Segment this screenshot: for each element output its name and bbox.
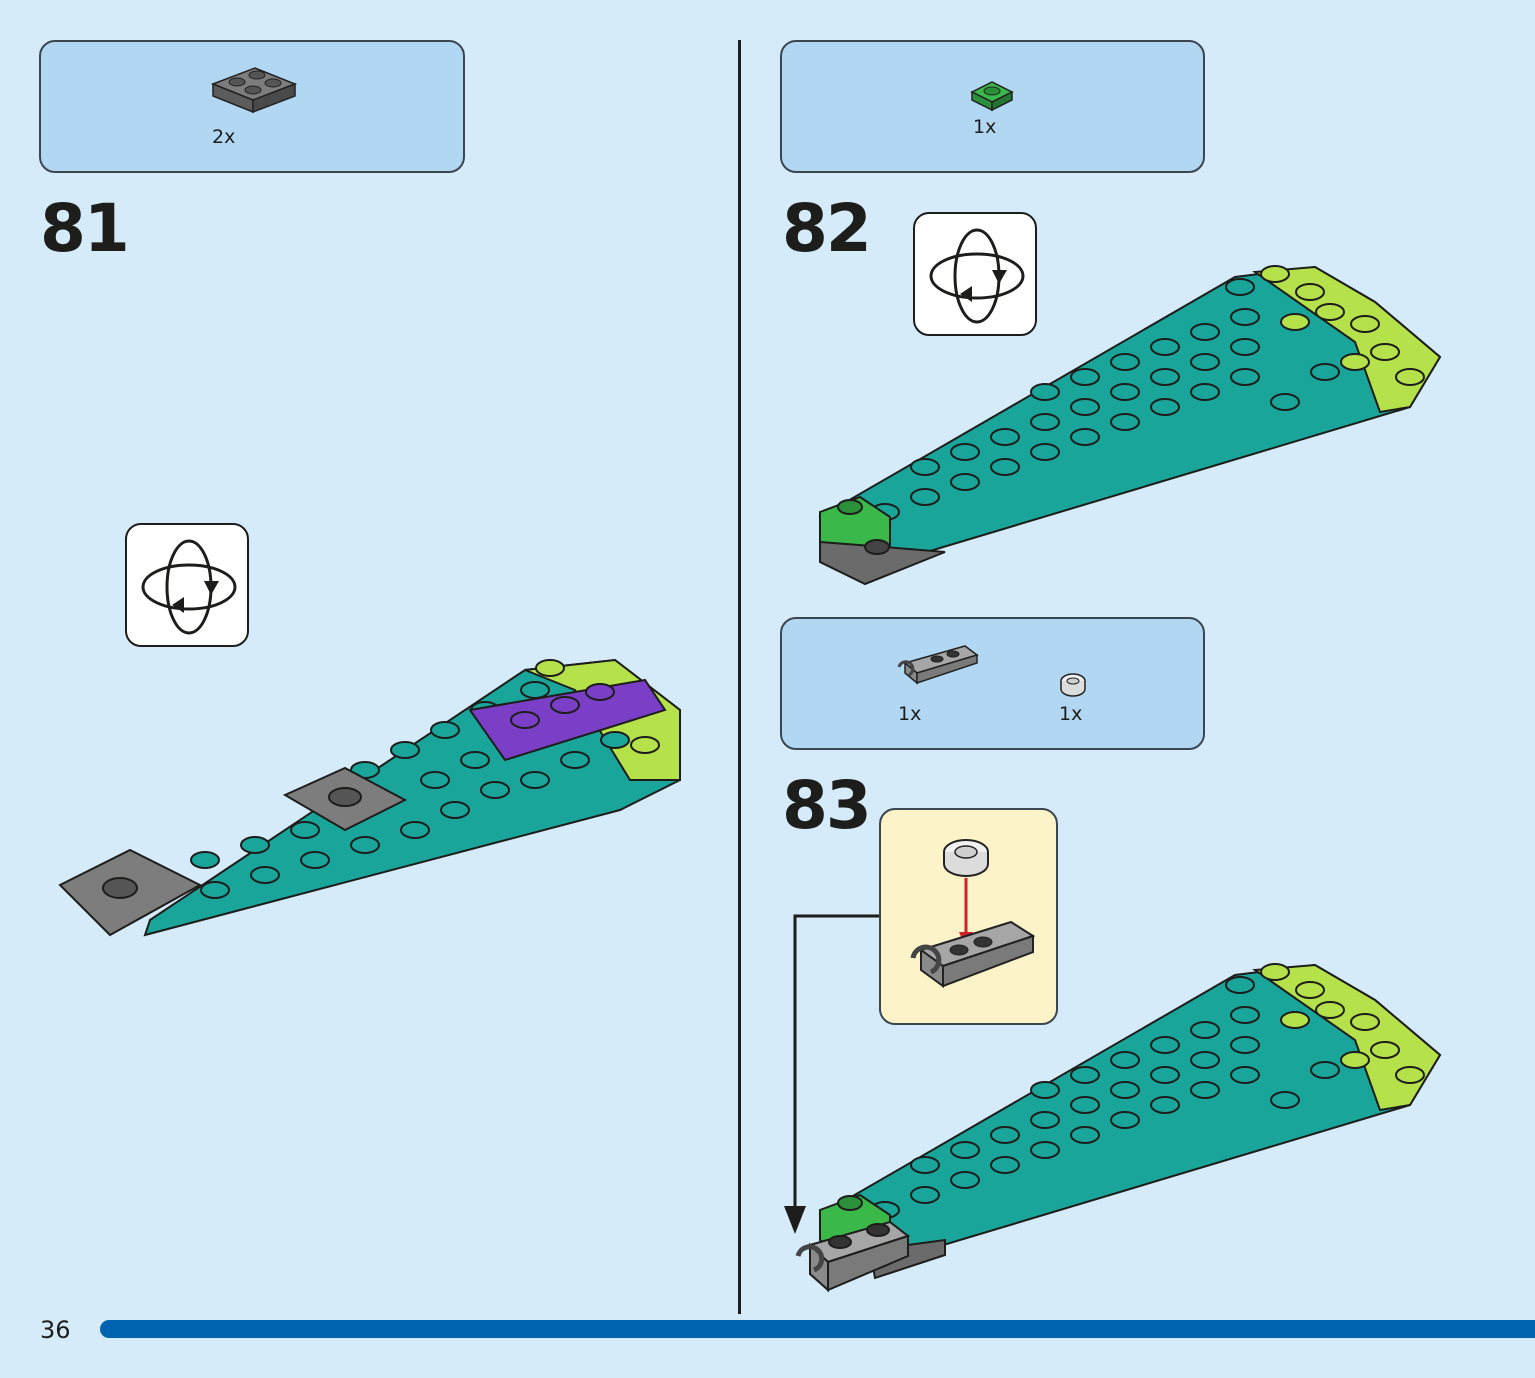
model-step-83 [795,963,1442,1293]
part-quantity: 1x [1059,703,1083,725]
rotate-icon [929,228,1025,324]
step-number: 83 [782,767,872,844]
part-quantity: 1x [898,703,922,725]
dark-gray-2x2-plate-icon [210,67,298,114]
sub-assembly-callout [879,808,1058,1025]
model-step-82 [818,265,1442,586]
step-number: 81 [40,190,130,267]
rotate-model-box [125,523,249,647]
column-divider [738,40,741,1314]
parts-list-82: 1x [780,40,1205,173]
sub-assembly-illustration [910,839,1036,988]
progress-bar [100,1320,1535,1338]
step-number: 82 [782,190,872,267]
rotate-icon [141,539,237,635]
part-quantity: 1x [973,116,997,138]
part-quantity: 2x [212,126,236,148]
rotate-model-box [913,212,1037,336]
callout-arrow [784,914,879,1234]
clip-plate-icon [897,645,979,685]
green-1x1-plate-icon [970,81,1014,112]
white-round-stud-icon [1060,673,1086,697]
parts-list-83: 1x 1x [780,617,1205,750]
page-number: 36 [40,1316,71,1344]
parts-list-81: 2x [39,40,465,173]
model-step-81 [58,658,681,937]
